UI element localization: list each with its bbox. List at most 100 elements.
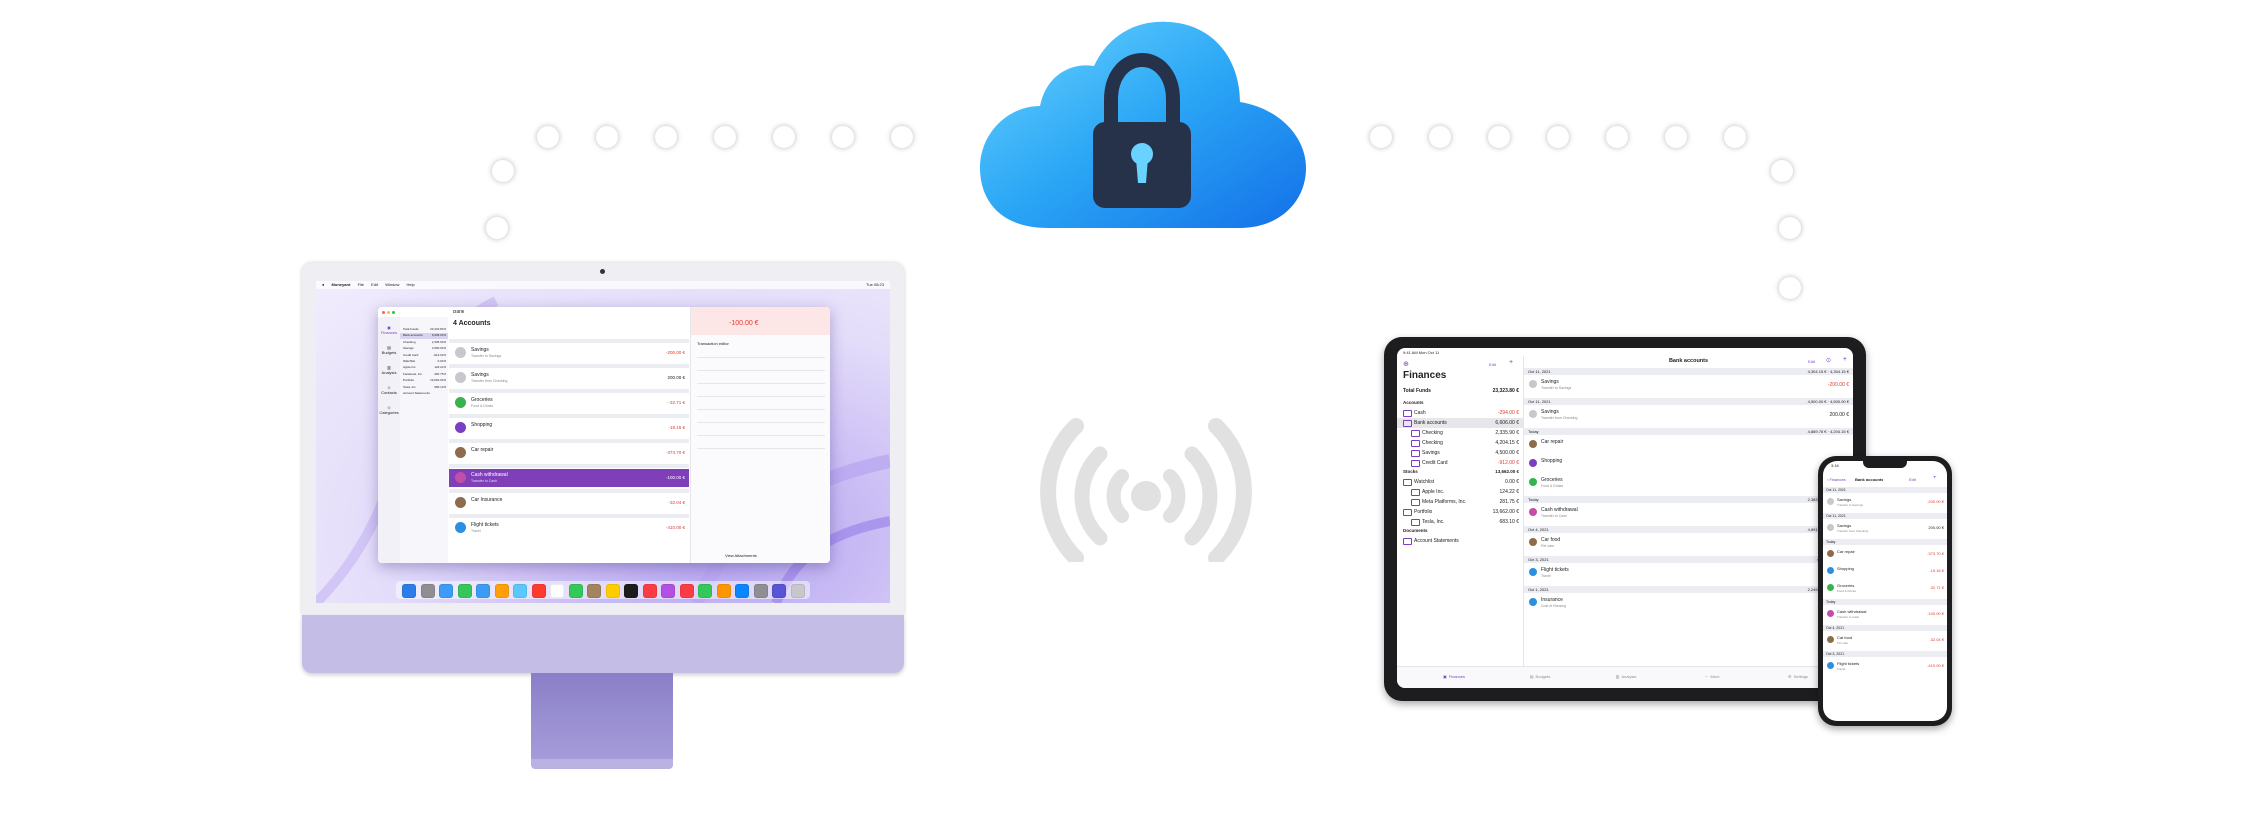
dock-app-icon[interactable] <box>550 584 564 598</box>
ipad-sidebar-row[interactable]: Apple Inc.124.22 € <box>1397 487 1523 497</box>
zoom-button[interactable] <box>392 311 395 314</box>
iphone-back-button[interactable]: ‹ Finances <box>1827 477 1846 482</box>
ipad-transaction-row[interactable]: Shopping <box>1524 455 1853 473</box>
sidebar-account-row[interactable]: Credit Card-912.00 € <box>400 353 448 359</box>
iphone-edit[interactable]: Edit <box>1909 477 1916 482</box>
ipad-add-transaction-icon[interactable]: + <box>1842 356 1847 363</box>
menu-help[interactable]: Help <box>406 282 415 287</box>
ipad-transaction-row[interactable]: Car repair <box>1524 436 1853 454</box>
inspector-amount[interactable]: -100.00 € <box>729 320 759 327</box>
dock-app-icon[interactable] <box>735 584 749 598</box>
iphone-transaction-row[interactable]: Shopping-19.16 € <box>1823 563 1947 579</box>
iphone-add-icon[interactable]: + <box>1933 476 1937 481</box>
rail-item-budgets[interactable]: ▤Budgets <box>381 345 397 355</box>
ipad-sidebar-edit[interactable]: Edit <box>1489 362 1496 367</box>
ipad-tab-analysis[interactable]: ▥Analysis <box>1591 674 1661 679</box>
dock-app-icon[interactable] <box>513 584 527 598</box>
sidebar-account-row[interactable]: Facebook, Inc.281.75 € <box>400 372 448 378</box>
ipad-tab-finances[interactable]: ▣Finances <box>1419 674 1489 679</box>
dock-app-icon[interactable] <box>753 584 768 598</box>
dock-app-icon[interactable] <box>772 584 786 598</box>
apple-icon[interactable]: ● <box>322 282 325 287</box>
dock-app-icon[interactable] <box>605 584 620 598</box>
ipad-sidebar-row[interactable]: Credit Card-912.00 € <box>1397 458 1523 468</box>
dock-app-icon[interactable] <box>642 584 657 598</box>
ipad-sidebar-row[interactable]: Tesla, Inc.683.10 € <box>1397 517 1523 527</box>
ipad-sidebar-row[interactable]: Account Statements <box>1397 536 1523 546</box>
iphone-transaction-row[interactable]: Car repair-373.70 € <box>1823 546 1947 562</box>
ipad-more-icon[interactable]: ⊙ <box>1825 358 1831 364</box>
sidebar-account-row[interactable]: Apple Inc.124.22 € <box>400 365 448 371</box>
rail-item-contacts[interactable]: ☺Contacts <box>381 385 397 395</box>
dock-app-icon[interactable] <box>402 584 416 598</box>
rail-item-categories[interactable]: ◇Categories <box>379 405 399 415</box>
dock-app-icon[interactable] <box>420 584 435 598</box>
dock-app-icon[interactable] <box>661 584 675 598</box>
ipad-sidebar-row[interactable]: Cash-294.00 € <box>1397 408 1523 418</box>
ipad-sidebar-add-icon[interactable]: + <box>1509 359 1514 366</box>
dock-app-icon[interactable] <box>439 584 453 598</box>
menu-edit[interactable]: Edit <box>371 282 379 287</box>
dock-app-icon[interactable] <box>457 584 472 598</box>
view-attachments-button[interactable]: View Attachments <box>725 553 757 558</box>
menubar-app-name[interactable]: Moneyard <box>331 282 351 287</box>
sidebar-account-row[interactable]: Account Statements <box>400 391 448 397</box>
dock-app-icon[interactable] <box>698 584 712 598</box>
transaction-row[interactable]: Car Insurance-32.04 € <box>449 494 689 512</box>
ipad-tab-settings[interactable]: ⚙Settings <box>1763 674 1833 679</box>
dock-app-icon[interactable] <box>476 584 490 598</box>
dock-app-icon[interactable] <box>568 584 583 598</box>
dock-app-icon[interactable] <box>531 584 546 598</box>
dock-app-icon[interactable] <box>716 584 731 598</box>
sidebar-account-row[interactable]: Tesla, Inc.683.10 € <box>400 385 448 391</box>
ipad-tab-more[interactable]: ⋯More <box>1677 674 1747 679</box>
menu-file[interactable]: File <box>357 282 365 287</box>
menu-window[interactable]: Window <box>385 282 400 287</box>
ipad-nav-edit[interactable]: Edit <box>1808 359 1815 364</box>
ipad-tab-budgets[interactable]: ▤Budgets <box>1505 674 1575 679</box>
dock-app-icon[interactable] <box>790 584 805 598</box>
add-icon[interactable]: ⊕ <box>1403 361 1409 368</box>
dock-app-icon[interactable] <box>587 584 601 598</box>
ipad-sidebar-row[interactable]: Meta Platforms, Inc.281.75 € <box>1397 497 1523 507</box>
transaction-row[interactable]: Car repair-373.70 € <box>449 444 689 462</box>
dock-app-icon[interactable] <box>679 584 694 598</box>
dock-app-icon[interactable] <box>624 584 638 598</box>
rail-item-finances[interactable]: ▣Finances <box>380 325 398 335</box>
rail-item-analysis[interactable]: ▥Analysis <box>381 365 397 375</box>
minimize-button[interactable] <box>387 311 390 314</box>
transaction-row[interactable]: Shopping-19.16 € <box>449 419 689 437</box>
dock-app-icon[interactable] <box>494 584 509 598</box>
close-button[interactable] <box>382 311 385 314</box>
